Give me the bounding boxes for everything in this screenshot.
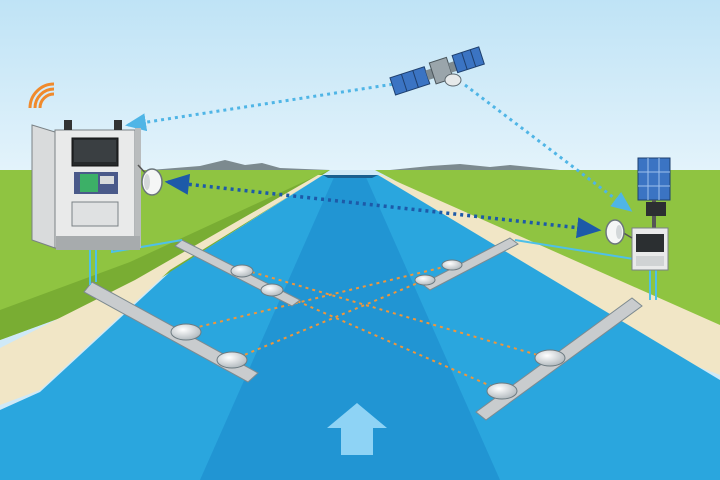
sensor-pod [486,382,518,400]
satellite-link-to-control [125,78,421,132]
control-cabinet [28,82,149,250]
sensor-pod [170,323,202,341]
satellite-icon [389,46,485,96]
junction-box [71,201,119,227]
right-antenna-dish-icon [605,219,633,245]
far-left-sensor-rail [174,239,301,307]
flow-direction-arrow [327,403,387,455]
canal-far-strip [323,175,378,178]
far-right-sensor-rail [414,237,519,291]
remote-station-cabinet [631,200,669,271]
radio-link [164,173,602,239]
radio-waves-icon [28,82,55,109]
near-right-sensor-rail [475,297,643,421]
sensor-pod [216,351,248,369]
sensor-pod [260,283,284,297]
sensor-pod [441,259,463,271]
canal-center-channel [200,175,500,480]
sensor-pod [414,274,436,286]
left-canal-bank [0,175,323,405]
distant-hills [150,160,560,170]
left-antenna-dish-icon [141,168,163,196]
sensor-pod [230,264,254,278]
near-left-sensor-rail [83,281,259,383]
sensor-pod [534,349,566,367]
solar-panel-icon [637,157,671,201]
